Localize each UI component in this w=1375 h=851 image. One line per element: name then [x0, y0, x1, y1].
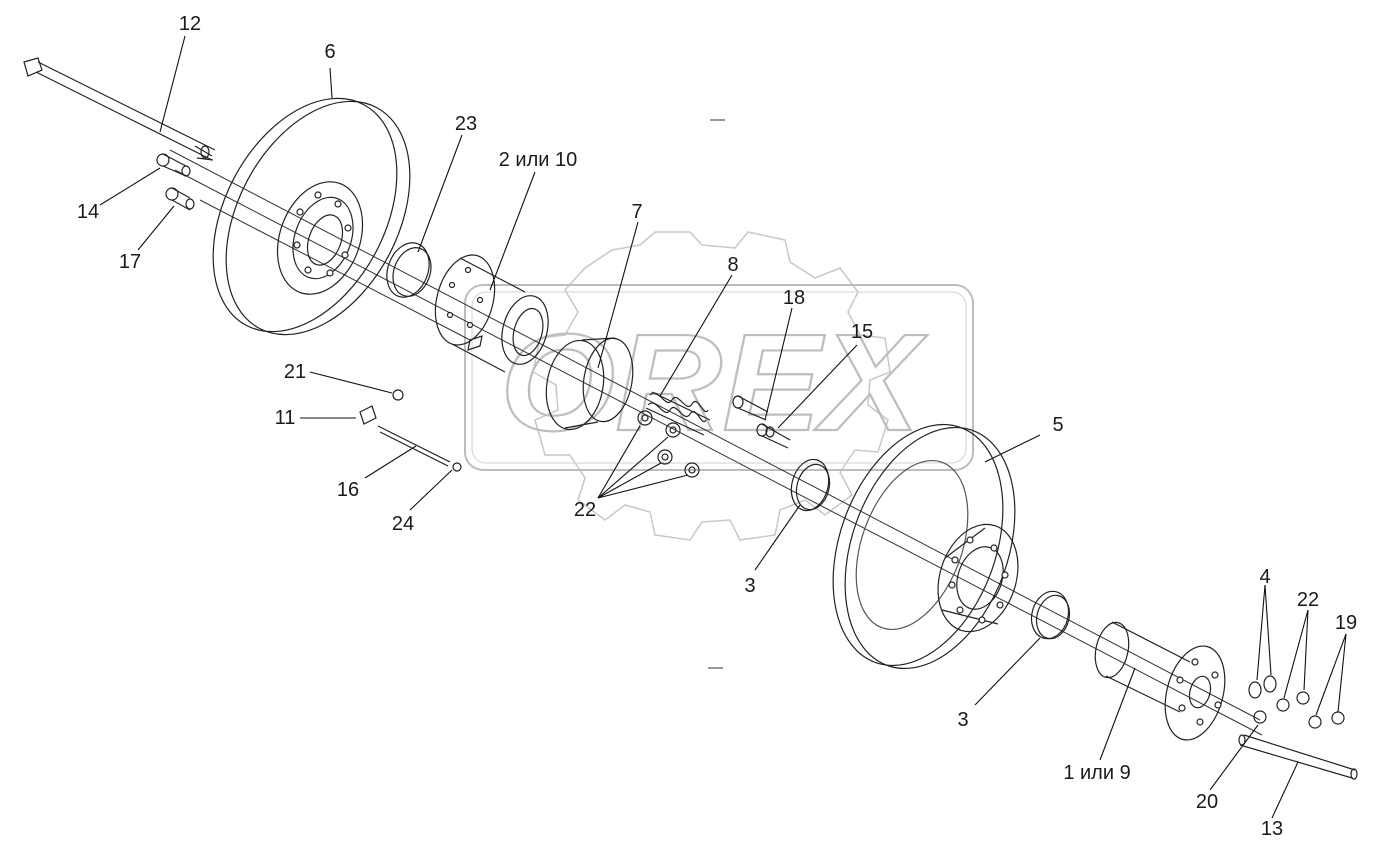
callout-18: 18: [782, 287, 806, 309]
callout-23: 23: [454, 113, 478, 135]
part-21-11-16-24: [359, 389, 462, 472]
callout-17: 17: [118, 251, 142, 273]
part-22-nuts: [637, 410, 700, 478]
part-12-long-bolt: [23, 57, 216, 161]
callout-13: 13: [1260, 818, 1284, 840]
part-5-disc-hub: [832, 423, 1019, 670]
callout-20: 20: [1195, 791, 1219, 813]
callout-22-middle: 22: [573, 499, 597, 521]
part-14-bolt: [156, 153, 191, 177]
callout-16: 16: [336, 479, 360, 501]
leader-lines: [99, 35, 1347, 819]
part-23-snap-ring: [386, 242, 432, 298]
callout-8: 8: [727, 254, 739, 276]
callout-15: 15: [850, 321, 874, 343]
part-4-22-19-20-hardware: [1248, 675, 1345, 729]
part-8-spring: [645, 391, 711, 436]
part-6-disc: [212, 97, 411, 336]
center-marks: [708, 119, 725, 669]
callout-24: 24: [391, 513, 415, 535]
callout-5: 5: [1052, 414, 1064, 436]
part-3-snap-ring-lower: [1030, 590, 1071, 640]
callout-3-middle: 3: [744, 575, 756, 597]
callout-14: 14: [76, 201, 100, 223]
callout-19: 19: [1334, 612, 1358, 634]
watermark-text: OREX: [500, 306, 927, 460]
part-2-10-hub: [434, 254, 549, 373]
callout-11: 11: [274, 407, 296, 429]
callout-6: 6: [324, 41, 336, 63]
part-7-cylinder: [545, 337, 634, 431]
callout-3-lower: 3: [957, 709, 969, 731]
watermark-logo: OREX: [464, 231, 974, 541]
part-13-pin: [1238, 734, 1358, 780]
callout-4: 4: [1259, 566, 1271, 588]
callout-1-or-9: 1 или 9: [1063, 762, 1131, 784]
part-18-15-bolts: [732, 395, 791, 449]
callout-7: 7: [631, 201, 643, 223]
callout-22-right: 22: [1296, 589, 1320, 611]
callout-2-or-10: 2 или 10: [498, 149, 578, 171]
callout-12: 12: [178, 13, 202, 35]
part-17-bolt: [165, 187, 195, 211]
callout-21: 21: [283, 361, 307, 383]
part-1-9-sleeve: [1094, 621, 1226, 741]
part-3-snap-ring-middle: [790, 458, 831, 512]
